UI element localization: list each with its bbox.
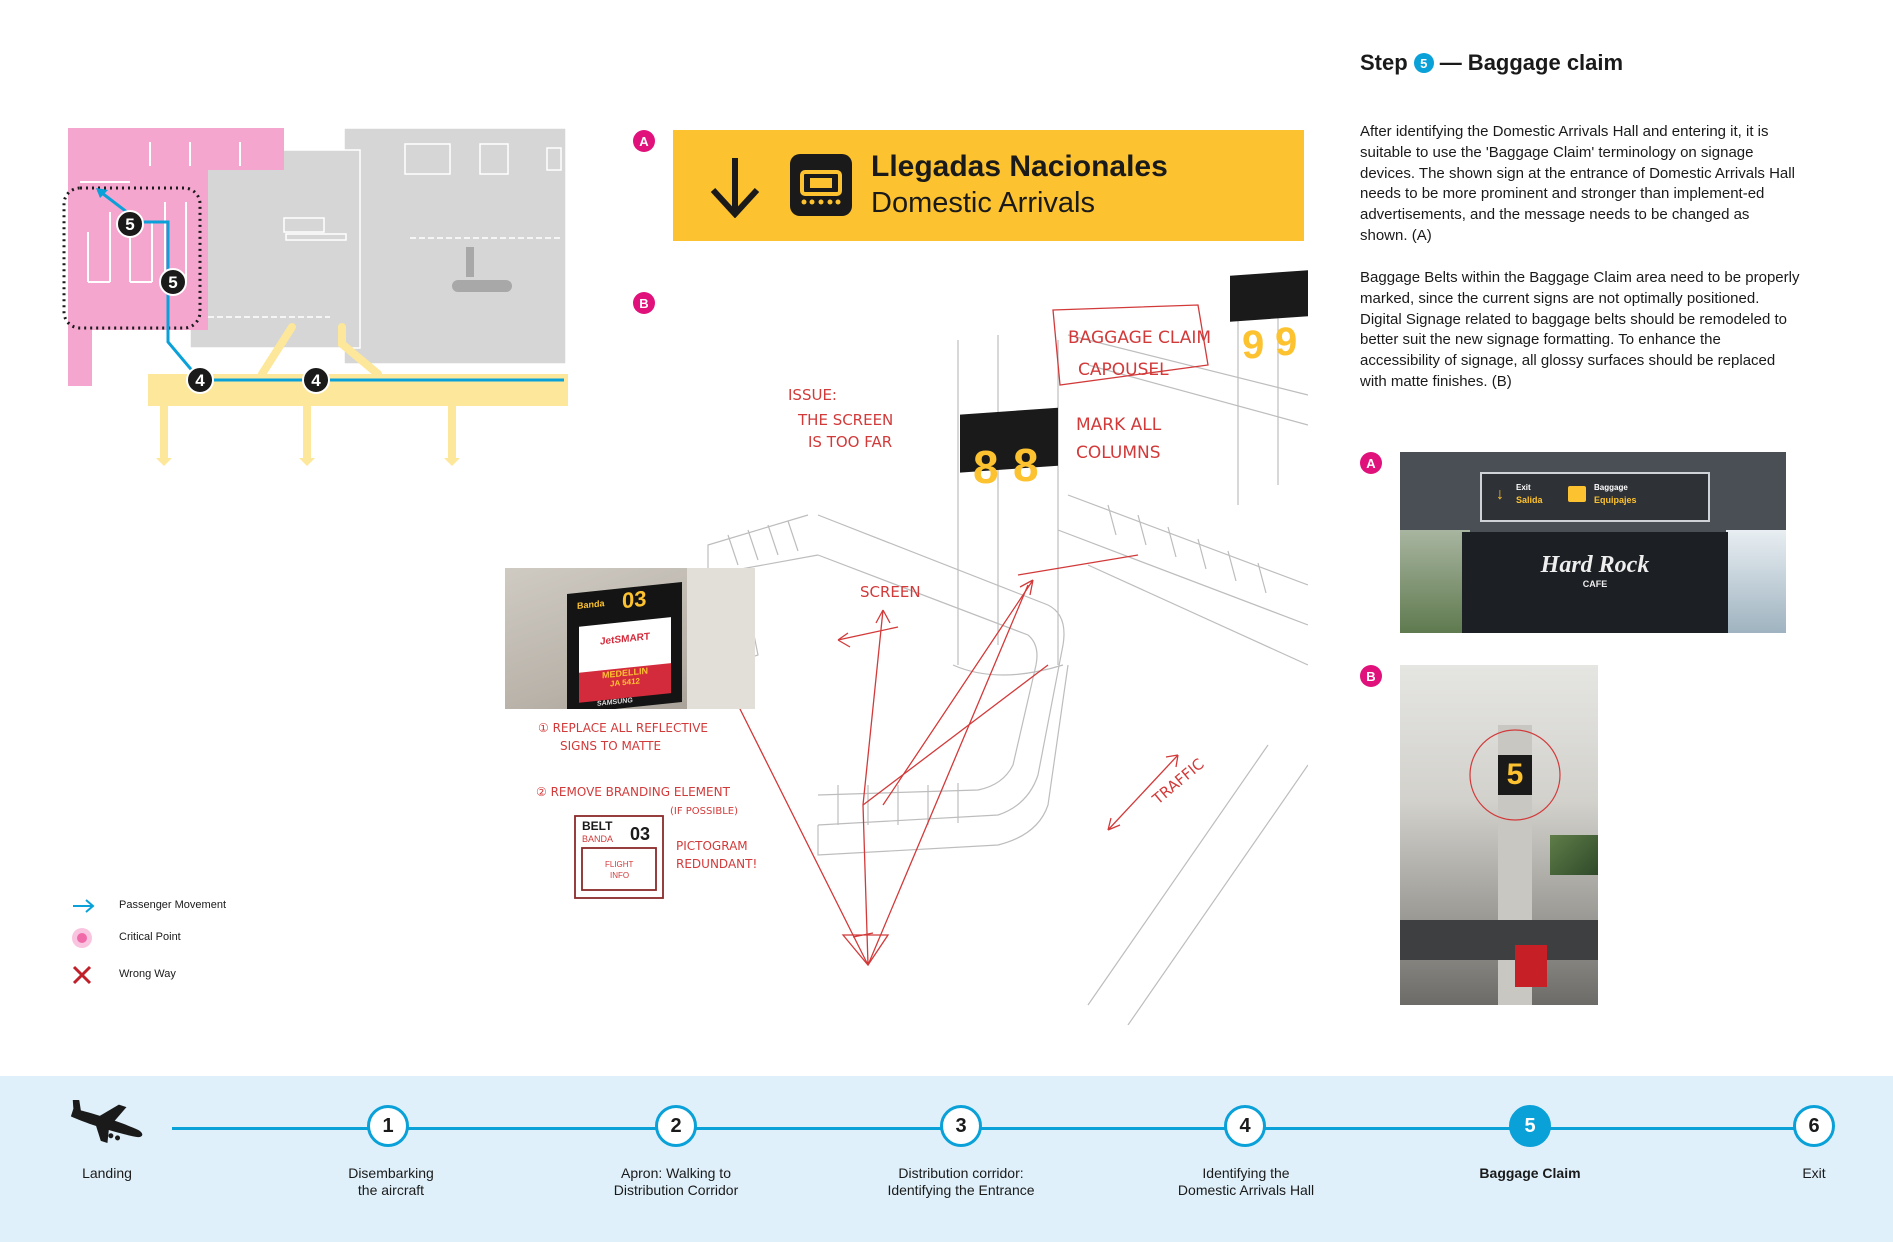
marker-a-photo: A	[1360, 452, 1382, 474]
map-badge-5a: 5	[125, 215, 134, 234]
legend-passenger-movement: Passenger Movement	[119, 899, 226, 911]
photo-a-current-sign: ↓ Exit Salida Baggage Equipajes Hard Roc…	[1400, 452, 1786, 633]
description-paragraph-b: Baggage Belts within the Baggage Claim a…	[1360, 269, 1800, 390]
timeline-step-3-label: Distribution corridor:Identifying the En…	[887, 1165, 1035, 1198]
marker-b-sketch: B	[633, 292, 655, 314]
sign-line-spanish: Llegadas Nacionales	[871, 150, 1168, 183]
wrong-way-x-icon	[72, 965, 92, 985]
note-the-screen: THE SCREEN	[797, 411, 893, 429]
description-paragraph-a: After identifying the Domestic Arrivals …	[1360, 123, 1795, 244]
timeline-step-3[interactable]: 3	[940, 1105, 982, 1147]
note-pictogram: PICTOGRAM	[676, 839, 748, 853]
timeline-landing-label: Landing	[82, 1165, 132, 1181]
note-replace-reflective: ① REPLACE ALL REFLECTIVE	[538, 721, 708, 735]
mini-sign-number: 03	[630, 824, 650, 844]
marker-a-sign: A	[633, 130, 655, 152]
step-title: Step 5 — Baggage claim	[1360, 50, 1623, 76]
timeline-step-6-label: Exit	[1802, 1165, 1826, 1181]
arrow-down-icon	[710, 158, 760, 218]
map-badge-4a: 4	[195, 371, 205, 390]
airplane-landing-icon	[70, 1100, 143, 1144]
step-word: Step	[1360, 50, 1408, 75]
baggage-belt-icon	[790, 154, 852, 216]
note-baggage-claim: BAGGAGE CLAIM	[1068, 328, 1211, 348]
photo-a-exit-en: Exit	[1516, 483, 1531, 492]
timeline-step-5-active[interactable]: 5	[1509, 1105, 1551, 1147]
screen-belt-number: 03	[622, 585, 647, 614]
column-number-9b: 9	[1275, 320, 1297, 364]
column-number-8a: 8	[973, 441, 999, 493]
photo-a-baggage-en: Baggage	[1594, 483, 1628, 492]
legend-icons	[72, 899, 95, 985]
note-columns: COLUMNS	[1076, 443, 1161, 463]
proposed-sign-domestic-arrivals: Llegadas Nacionales Domestic Arrivals	[673, 130, 1304, 241]
note-redundant: REDUNDANT!	[676, 857, 757, 871]
note-carousel: CAPOUSEL	[1078, 360, 1169, 380]
note-signs-matte: SIGNS TO MATTE	[560, 739, 661, 753]
column-number-9a: 9	[1242, 323, 1264, 367]
note-screen: SCREEN	[860, 583, 921, 601]
sign-line-english: Domestic Arrivals	[871, 187, 1095, 219]
step-heading: — Baggage claim	[1439, 50, 1624, 75]
sketch-notes-screen: ① REPLACE ALL REFLECTIVE SIGNS TO MATTE …	[536, 721, 757, 899]
photo-belt-screen: Banda 03 JetSMART MEDELLIN JA 5412 SAMSU…	[505, 568, 755, 709]
screen-airline: JetSMART	[599, 631, 650, 648]
timeline-step-2[interactable]: 2	[655, 1105, 697, 1147]
photo-a-exit-es: Salida	[1516, 495, 1543, 505]
arrow-right-icon	[73, 899, 95, 913]
note-traffic: TRAFFIC	[1148, 755, 1207, 809]
mini-sign-belt: BELT	[582, 819, 613, 833]
step-number-badge: 5	[1413, 53, 1434, 73]
timeline-line	[172, 1127, 1812, 1130]
critical-point-icon	[72, 928, 92, 948]
mini-sign-banda: BANDA	[582, 834, 613, 844]
screen-label: Banda	[577, 598, 605, 611]
legend-wrong-way: Wrong Way	[119, 968, 176, 980]
legend-critical-point: Critical Point	[119, 931, 181, 943]
timeline-step-1[interactable]: 1	[367, 1105, 409, 1147]
baggage-carousel-sketch: 8 8 9 9 BAGGAGE CLAIM CAPOUSEL MARK ALL …	[687, 270, 1308, 1025]
terminal-map: 5 5 4 4	[62, 127, 568, 466]
note-remove-branding: ② REMOVE BRANDING ELEMENT	[536, 785, 731, 799]
photo-a-baggage-es: Equipajes	[1594, 495, 1637, 505]
map-badge-4b: 4	[311, 371, 321, 390]
timeline-step-5-label: Baggage Claim	[1479, 1165, 1581, 1181]
photo-b-belt-column: 5	[1400, 665, 1598, 1005]
column-number-8b: 8	[1013, 439, 1039, 491]
map-badge-5b: 5	[168, 273, 177, 292]
photo-a-brand-sub: CAFE	[1582, 579, 1608, 589]
note-if-possible: (IF POSSIBLE)	[670, 806, 738, 817]
photo-a-brand: Hard Rock	[1540, 552, 1650, 578]
note-too-far: IS TOO FAR	[808, 433, 892, 451]
marker-b-photo: B	[1360, 665, 1382, 687]
photo-b-red-markup	[1469, 729, 1561, 821]
mini-sign-info: INFO	[610, 871, 629, 880]
mini-sign-flight: FLIGHT	[605, 860, 634, 869]
timeline-step-4[interactable]: 4	[1224, 1105, 1266, 1147]
timeline-step-6[interactable]: 6	[1793, 1105, 1835, 1147]
photo-b-column-number: 5	[1506, 758, 1524, 791]
note-issue: ISSUE:	[788, 386, 837, 404]
note-mark-all: MARK ALL	[1076, 415, 1162, 435]
